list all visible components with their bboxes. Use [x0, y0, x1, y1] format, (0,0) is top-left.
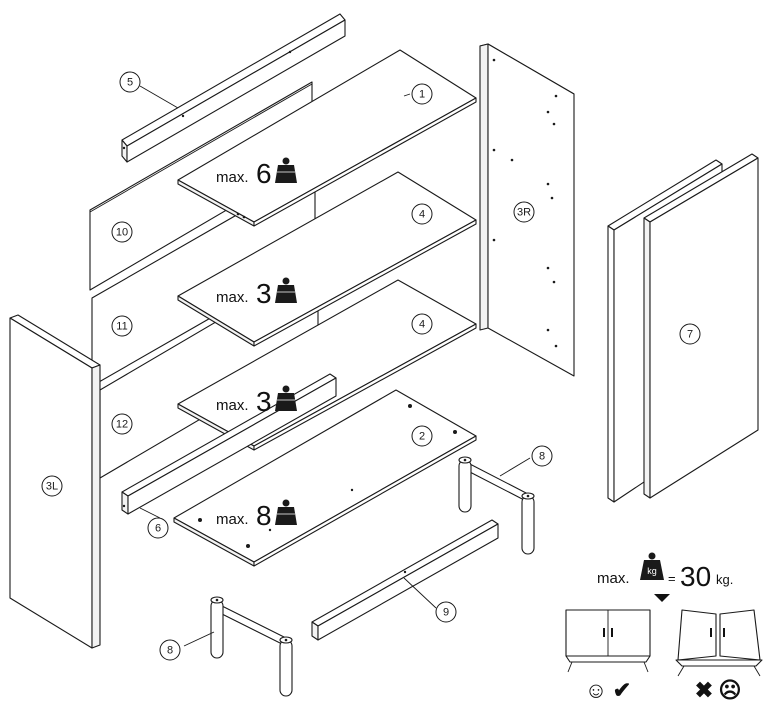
- total-equals: =: [668, 571, 676, 586]
- load-value: 8: [256, 500, 272, 531]
- callout-9: 9: [435, 601, 457, 623]
- callout-5: 5: [119, 71, 141, 93]
- load-label-shelf-4a: max. 3: [216, 277, 297, 309]
- load-label-base-2: max. 8: [216, 499, 297, 531]
- part-8-leg-frame-right: [458, 456, 535, 555]
- callout-7: 7: [679, 323, 701, 345]
- callout-ring: [111, 315, 133, 337]
- callout-label: 10: [116, 227, 128, 239]
- load-prefix: max.: [216, 169, 249, 186]
- callout-label: 8: [167, 645, 173, 657]
- leader-lines: [139, 85, 531, 647]
- callout-ring: [411, 313, 433, 335]
- part-7-door-front: [643, 153, 759, 499]
- part-5-top-rail: [121, 13, 346, 163]
- callout-ring: [111, 413, 133, 435]
- callout-ring: [111, 221, 133, 243]
- callout-ring: [679, 323, 701, 345]
- callout-label: 2: [419, 431, 425, 443]
- part-2-bottom-board: [173, 389, 477, 567]
- correct-indicator: ☺ ✔: [585, 678, 631, 703]
- cabinet-warped-icon: [675, 609, 763, 677]
- load-value: 3: [256, 278, 272, 309]
- callout-8: 8: [159, 639, 181, 661]
- load-prefix: max.: [216, 511, 249, 528]
- callout-ring: [411, 425, 433, 447]
- weight-icon: [275, 385, 297, 411]
- callout-ring: [147, 517, 169, 539]
- callout-3l: 3L: [41, 475, 63, 497]
- callout-label: 12: [116, 419, 128, 431]
- callout-label: 4: [419, 209, 425, 221]
- load-prefix: max.: [216, 289, 249, 306]
- load-label-shelf-4b: max. 3: [216, 385, 297, 417]
- sad-face-icon: ☹: [719, 678, 742, 703]
- callout-label: 6: [155, 523, 161, 535]
- weight-icon: kg: [640, 552, 664, 580]
- callout-label: 5: [127, 77, 133, 89]
- callout-label: 4: [419, 319, 425, 331]
- happy-face-icon: ☺: [585, 678, 607, 703]
- part-9-stretcher: [311, 519, 499, 641]
- callout-label: 9: [443, 607, 449, 619]
- load-prefix: max.: [216, 397, 249, 414]
- weight-icon: [275, 157, 297, 183]
- total-load-limit: max. kg = 30 kg.: [597, 552, 733, 602]
- callout-ring: [411, 83, 433, 105]
- cross-icon: ✖: [695, 678, 713, 703]
- callout-ring: [513, 201, 535, 223]
- total-max-prefix: max.: [597, 570, 630, 587]
- total-max-unit: kg.: [716, 572, 733, 587]
- total-max-value: 30: [680, 561, 711, 592]
- callout-3r: 3R: [513, 201, 535, 223]
- callout-2: 2: [411, 425, 433, 447]
- callout-label: 3R: [517, 207, 531, 219]
- callout-label: 8: [539, 451, 545, 463]
- callout-ring: [411, 203, 433, 225]
- callout-ring: [435, 601, 457, 623]
- callout-8: 8: [531, 445, 553, 467]
- callout-ring: [41, 475, 63, 497]
- callout-label: 7: [687, 329, 693, 341]
- part-4-shelf-a: [177, 171, 477, 347]
- arrow-down-icon: [654, 594, 670, 602]
- load-value: 3: [256, 386, 272, 417]
- load-limit-labels: max. 6 max. 3 max. 3 max. 8: [216, 157, 297, 531]
- callout-4: 4: [411, 203, 433, 225]
- incorrect-indicator: ✖ ☹: [695, 678, 742, 703]
- part-1-shelf: [177, 49, 477, 227]
- callout-label: 1: [419, 89, 425, 101]
- callout-ring: [531, 445, 553, 467]
- callout-ring: [119, 71, 141, 93]
- cabinet-level-icon: [565, 609, 651, 673]
- callout-6: 6: [147, 517, 169, 539]
- callout-ring: [159, 639, 181, 661]
- callout-12: 12: [111, 413, 133, 435]
- load-value: 6: [256, 158, 272, 189]
- load-label-shelf-1: max. 6: [216, 157, 297, 189]
- callout-label: 3L: [46, 481, 58, 493]
- callout-1: 1: [411, 83, 433, 105]
- callout-4: 4: [411, 313, 433, 335]
- weight-icon: [275, 499, 297, 525]
- callout-10: 10: [111, 221, 133, 243]
- weight-icon: [275, 277, 297, 303]
- callout-11: 11: [111, 315, 133, 337]
- callout-label: 11: [116, 321, 127, 333]
- svg-text:kg: kg: [647, 566, 657, 576]
- check-icon: ✔: [613, 678, 631, 703]
- part-8-leg-frame-left: [210, 596, 293, 697]
